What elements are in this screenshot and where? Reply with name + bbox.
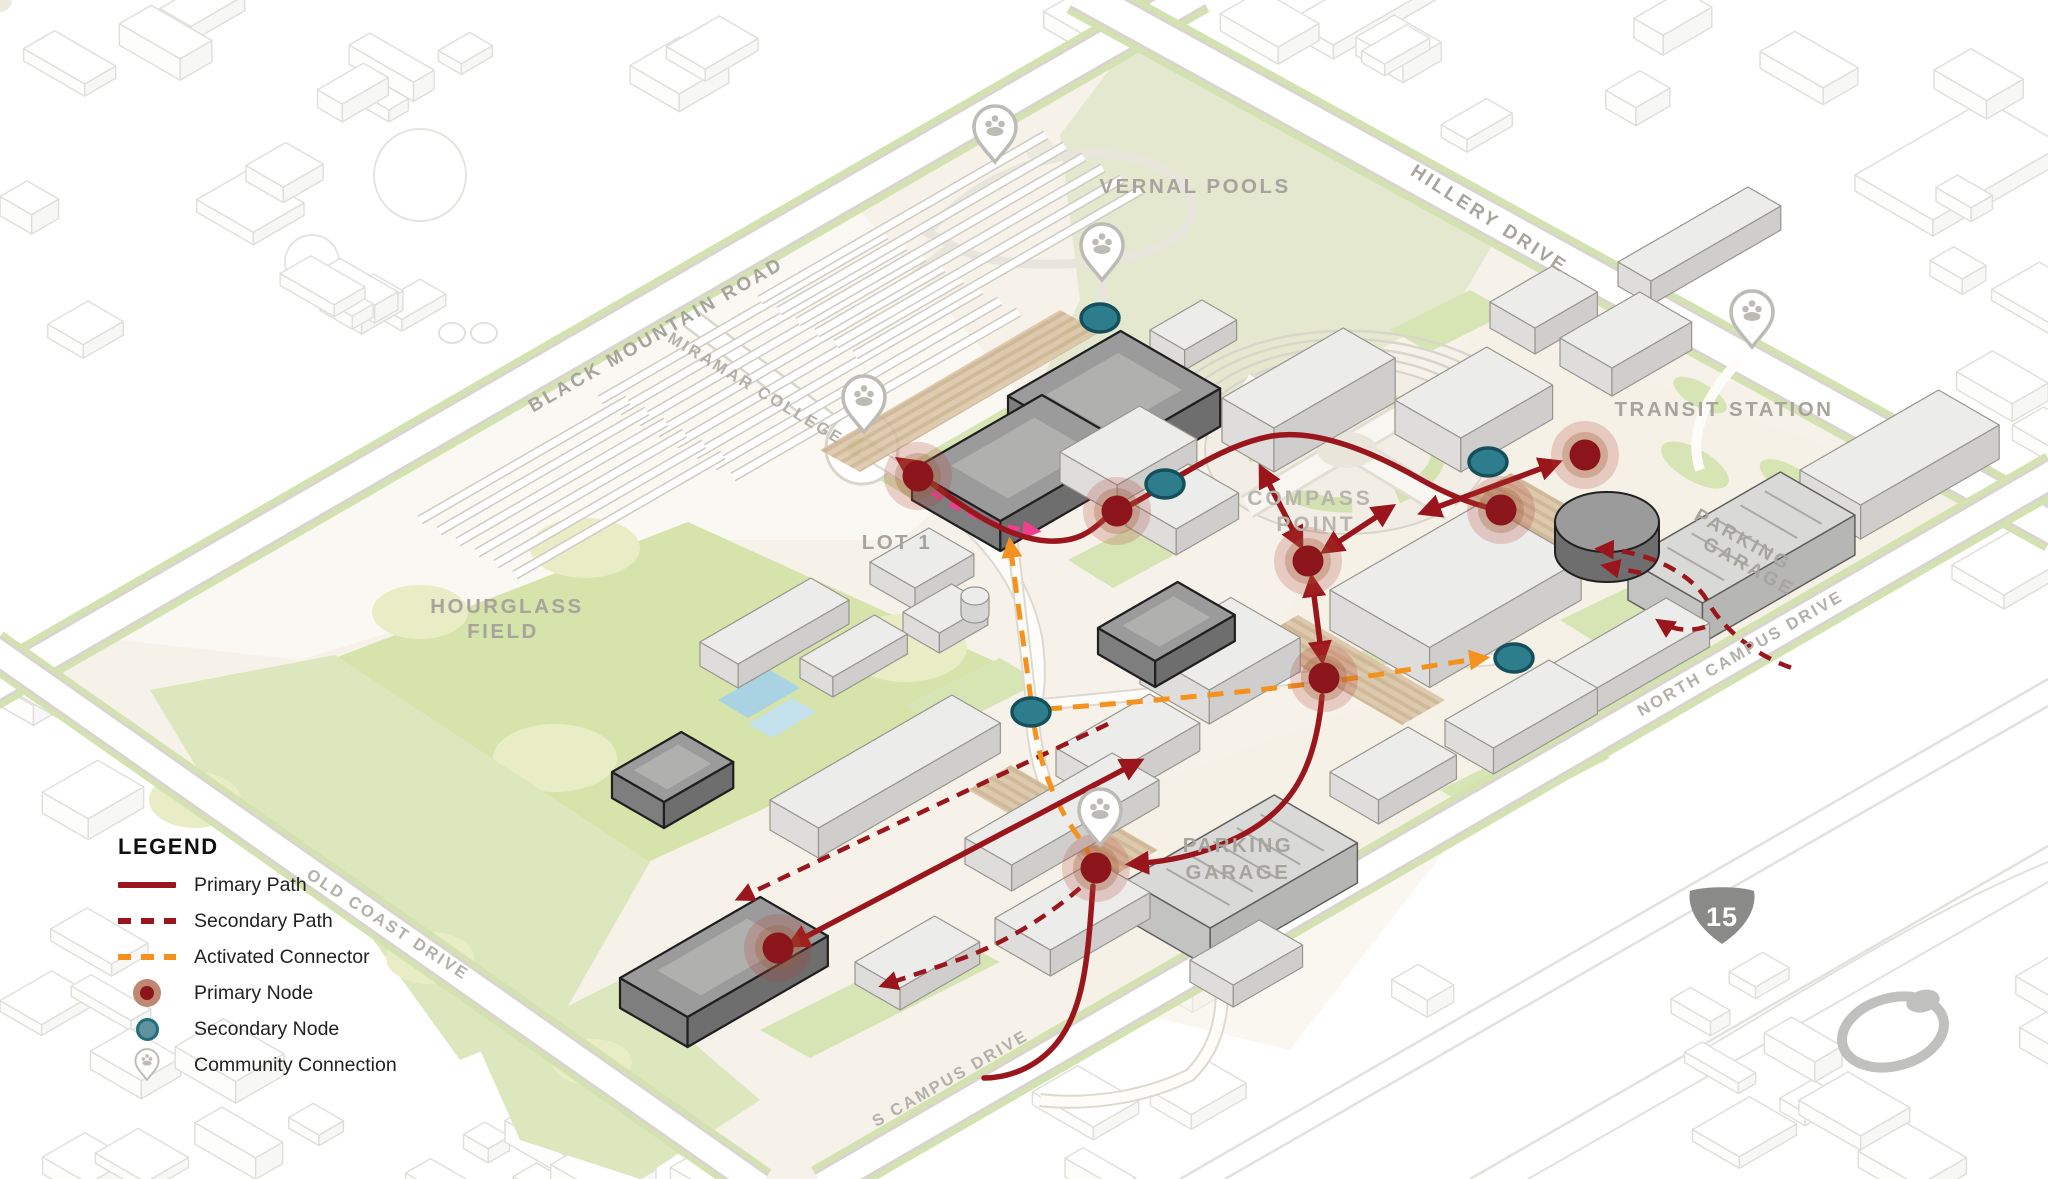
label-hourglass-field: HOURGLASS: [430, 595, 583, 618]
parking-garage-north-building: [1627, 471, 1856, 644]
label-vernal-pools: VERNAL POOLS: [1099, 175, 1290, 198]
southwest-green: [150, 655, 650, 1060]
legend-item-primary-node: Primary Node: [118, 975, 498, 1011]
primary-node-swatch: [133, 979, 161, 1007]
activated-connector-swatch: [118, 954, 176, 960]
library-building: [1221, 327, 1396, 473]
building: [1444, 659, 1599, 775]
primary-path-swatch: [118, 882, 176, 888]
building: [869, 527, 975, 611]
building: [1329, 726, 1458, 825]
building: [1617, 186, 1782, 306]
legend-title: LEGEND: [118, 834, 219, 859]
pool: [748, 698, 816, 738]
svg-text:FIELD: FIELD: [467, 620, 539, 643]
label-parking-garage-south: PARKING: [1183, 834, 1294, 857]
legend-item-primary-path: Primary Path: [118, 867, 498, 903]
interstate-15-number: 15: [1706, 902, 1738, 932]
label-lot-1: LOT 1: [862, 531, 933, 554]
building: [699, 577, 850, 689]
silo-building: [960, 586, 990, 624]
legend: LEGEND Primary Path Secondary Path Activ…: [118, 834, 498, 1083]
cylinder-building: [1554, 491, 1660, 583]
label-transit-station: TRANSIT STATION: [1615, 398, 1834, 421]
secondary-node-swatch: [135, 1017, 159, 1041]
parking-lot-canopies: [417, 130, 1144, 580]
vernal-pools-zone: [1020, 30, 1500, 440]
legend-item-activated-connector: Activated Connector: [118, 939, 498, 975]
secondary-path-swatch: [118, 918, 176, 924]
label-compass-point: COMPASS: [1247, 487, 1373, 510]
context-building: [1854, 99, 2048, 237]
north-indicator-icon: [1837, 989, 1949, 1073]
featured-building: [610, 730, 735, 830]
building: [799, 614, 908, 698]
interstate-15-shield-icon: 15: [1689, 887, 1755, 944]
building: [1189, 919, 1304, 1008]
svg-text:POINT: POINT: [1276, 513, 1355, 536]
featured-building: [1096, 580, 1236, 689]
legend-item-community-connection: Community Connection: [118, 1047, 498, 1083]
legend-item-secondary-node: Secondary Node: [118, 1011, 498, 1047]
pool: [718, 670, 800, 718]
legend-item-secondary-path: Secondary Path: [118, 903, 498, 939]
building: [1559, 291, 1693, 397]
community-pin-swatch: [134, 1048, 160, 1081]
hourglass-field: [330, 522, 1040, 862]
svg-text:GARAGE: GARAGE: [1186, 861, 1291, 884]
building: [1149, 299, 1238, 371]
old-coast-drive: [0, 638, 767, 1179]
